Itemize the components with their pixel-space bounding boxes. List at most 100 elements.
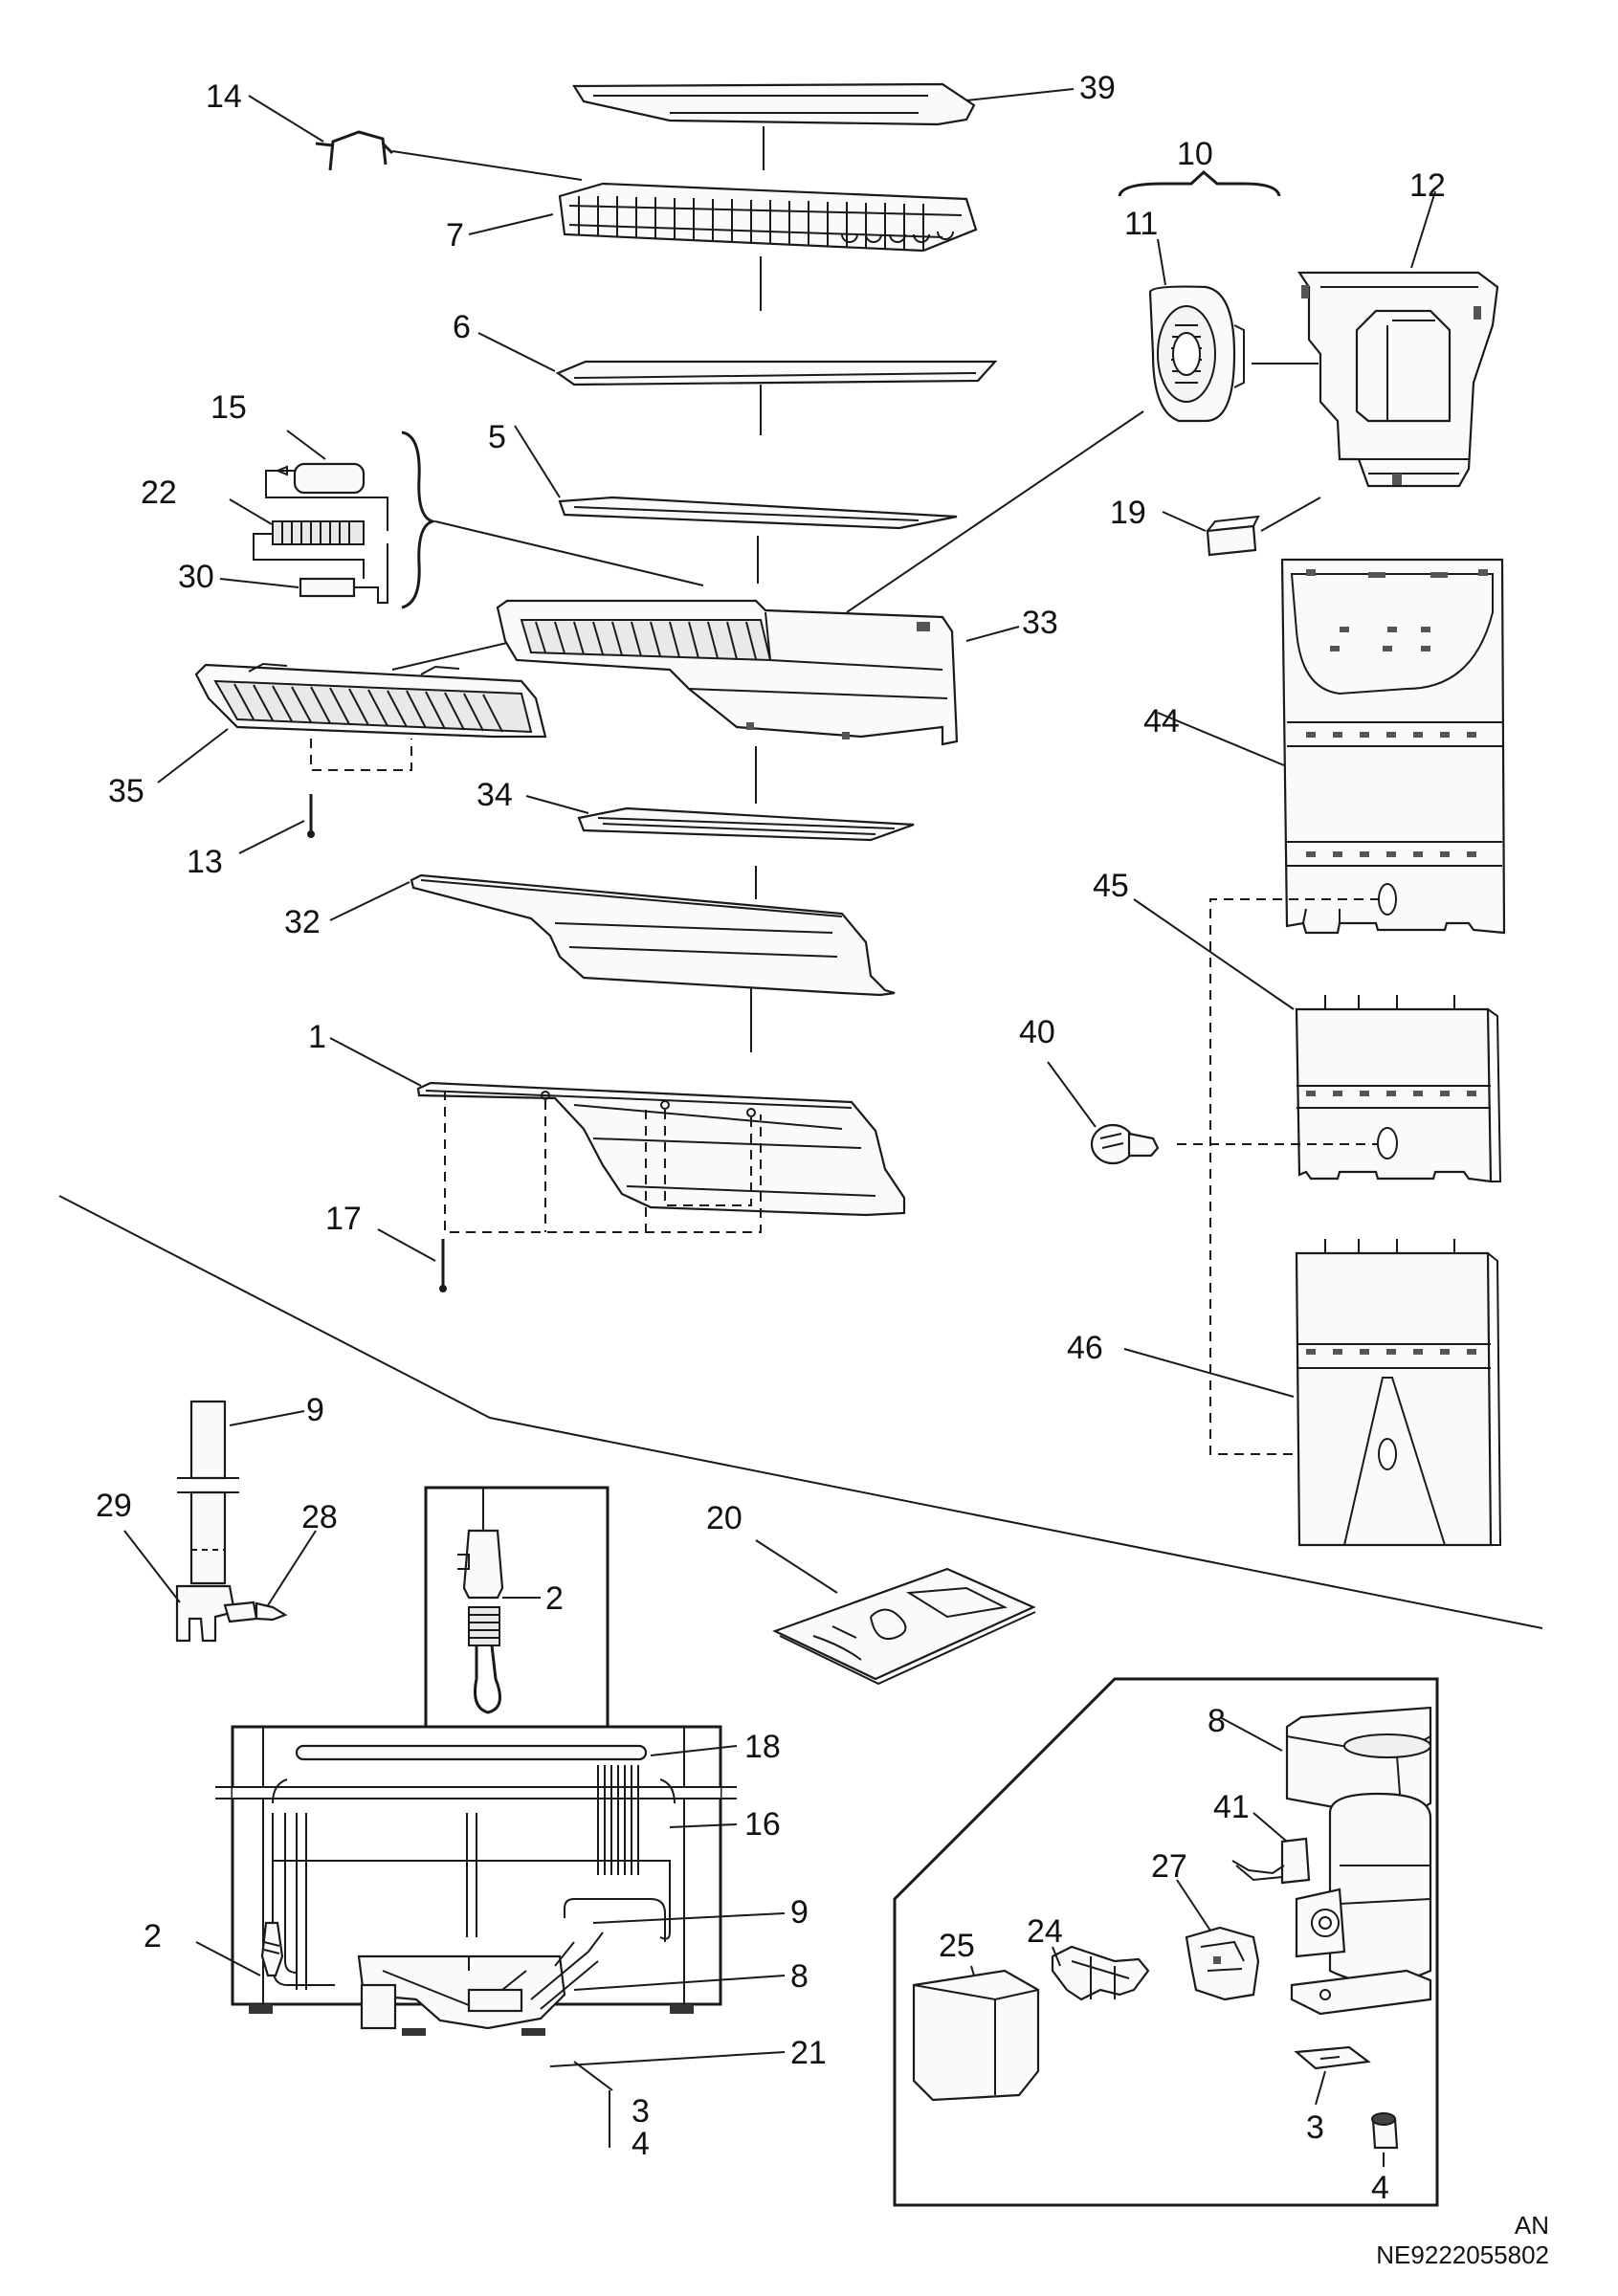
- label-25: 25: [939, 1928, 975, 1964]
- vent-slot: [1360, 851, 1369, 857]
- vent-slot: [1467, 851, 1476, 857]
- code-line-2: NE9222055802: [1376, 2241, 1549, 2269]
- part-14-clip: [248, 95, 583, 181]
- label-10: 10: [1177, 136, 1213, 172]
- part-1-bottom-tray: [329, 1037, 906, 1233]
- label-32: 32: [284, 904, 321, 940]
- label-29: 29: [96, 1488, 132, 1524]
- part-labels: 14 39 10 12 11 7 6 15 5 22 19 30 33 44 3…: [96, 70, 1446, 2206]
- label-28: 28: [301, 1499, 338, 1535]
- part-5-shelf: [514, 425, 958, 530]
- vent-slot: [1360, 1349, 1369, 1355]
- label-15: 15: [211, 389, 247, 426]
- part-19-block: [1162, 497, 1321, 557]
- part-35-grille: [157, 662, 547, 784]
- label-12: 12: [1409, 167, 1446, 204]
- label-2-detail: 2: [545, 1580, 564, 1617]
- vent-slot: [1340, 627, 1349, 632]
- vent-slot: [1306, 851, 1316, 857]
- vent-slot: [1421, 646, 1430, 651]
- label-45: 45: [1093, 868, 1129, 904]
- label-1: 1: [308, 1019, 326, 1055]
- part-33-evaporator-cover: [391, 599, 1020, 746]
- label-24: 24: [1027, 1913, 1063, 1950]
- label-16: 16: [744, 1806, 781, 1843]
- vent-slot: [1333, 1349, 1342, 1355]
- part-10-fan-group: [846, 169, 1319, 613]
- label-9-pipe: 9: [306, 1392, 324, 1428]
- part-17-screw: [377, 1228, 447, 1292]
- drawing-code: AN NE9222055802: [1376, 2211, 1549, 2269]
- vent-slot: [1421, 627, 1430, 632]
- label-41: 41: [1213, 1789, 1250, 1825]
- vent-slot: [1467, 1349, 1476, 1355]
- label-5: 5: [488, 419, 506, 455]
- code-line-1: AN: [1515, 2211, 1549, 2240]
- label-22: 22: [141, 475, 177, 511]
- label-8-rear: 8: [790, 1958, 809, 1995]
- vent-slot: [1306, 1349, 1316, 1355]
- vent-slot: [1467, 1091, 1476, 1096]
- label-18: 18: [744, 1729, 781, 1765]
- part-20-manual: [755, 1539, 1036, 1686]
- label-13: 13: [187, 844, 223, 880]
- vent-slot: [1440, 851, 1450, 857]
- part-6-wire-rack: [477, 332, 998, 386]
- parts-9-28-29-pipe-detail: [123, 1400, 317, 1643]
- label-4-rear: 4: [632, 2126, 650, 2162]
- vent-slot: [1386, 1349, 1396, 1355]
- vent-slot: [1440, 1091, 1450, 1096]
- label-20: 20: [706, 1500, 743, 1536]
- label-34: 34: [477, 777, 513, 813]
- vent-slot: [1333, 1091, 1342, 1096]
- label-40: 40: [1019, 1014, 1055, 1050]
- vent-slot: [1440, 1349, 1450, 1355]
- part-12-duct-housing: [1297, 190, 1499, 488]
- vent-slot: [1386, 1091, 1396, 1096]
- label-39: 39: [1079, 70, 1116, 106]
- part-44-panel: [1157, 558, 1506, 935]
- section-separator: [58, 1195, 1543, 1629]
- refrigerator-rear-assembly: [195, 1725, 786, 2148]
- vent-slot: [1306, 1091, 1316, 1096]
- vent-slot: [1383, 646, 1392, 651]
- vent-slot: [1413, 732, 1423, 738]
- vent-slot: [1413, 851, 1423, 857]
- vent-slot: [1330, 646, 1340, 651]
- vent-slot: [1413, 1091, 1423, 1096]
- label-3-rear: 3: [632, 2093, 650, 2130]
- part-13-screw: [238, 794, 315, 854]
- vent-slot: [1306, 732, 1316, 738]
- part-46-panel: [1123, 1239, 1502, 1547]
- label-8-compressor: 8: [1208, 1703, 1226, 1739]
- label-6: 6: [453, 309, 471, 345]
- part-40-knob: [1047, 1061, 1160, 1165]
- label-11: 11: [1124, 206, 1158, 242]
- compressor-detail: [893, 1677, 1439, 2207]
- label-4-compressor: 4: [1371, 2170, 1389, 2206]
- label-3-compressor: 3: [1306, 2109, 1324, 2146]
- label-17: 17: [325, 1201, 362, 1237]
- parts-15-22-30-heater-group: [219, 430, 704, 609]
- part-7-evaporator-coil: [468, 182, 978, 253]
- label-14: 14: [206, 78, 242, 115]
- label-35: 35: [108, 773, 144, 809]
- label-33: 33: [1022, 605, 1058, 641]
- part-34-plate: [525, 795, 915, 842]
- vent-slot: [1360, 732, 1369, 738]
- part-45-panel: [1133, 898, 1502, 1455]
- label-7: 7: [446, 217, 464, 254]
- vent-slot: [1360, 1091, 1369, 1096]
- vent-slot: [1386, 732, 1396, 738]
- vent-slot: [1333, 851, 1342, 857]
- label-44: 44: [1143, 703, 1180, 740]
- label-19: 19: [1110, 495, 1146, 531]
- label-9-rear: 9: [790, 1894, 809, 1931]
- vent-slot: [1467, 732, 1476, 738]
- label-27: 27: [1151, 1848, 1187, 1885]
- part-39-top-cover: [572, 82, 1075, 126]
- vent-slot: [1413, 1349, 1423, 1355]
- label-30: 30: [178, 559, 214, 595]
- label-2-rear: 2: [144, 1918, 162, 1954]
